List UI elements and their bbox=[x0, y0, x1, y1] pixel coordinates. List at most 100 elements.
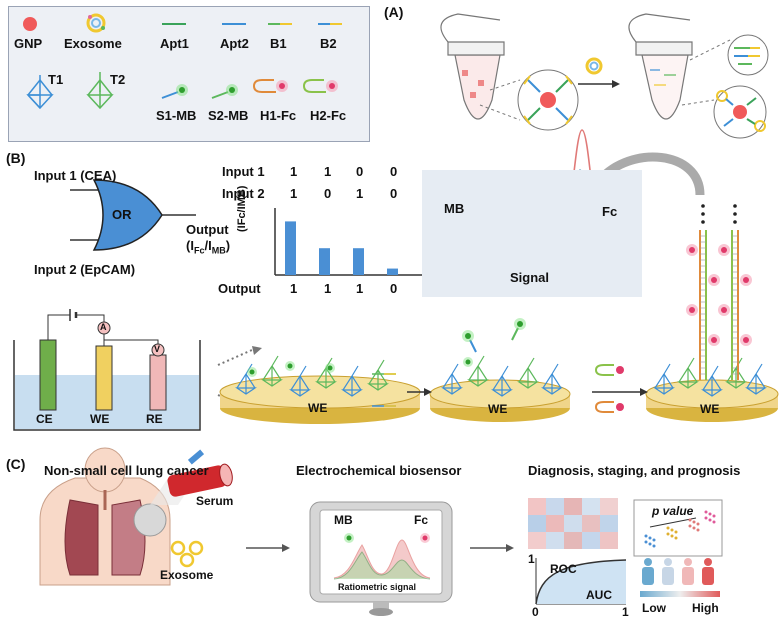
mb-probe-3 bbox=[463, 357, 473, 367]
tetrahedron-4 bbox=[341, 365, 363, 397]
legend-h2fc-label: H2-Fc bbox=[310, 108, 347, 123]
heatmap-cell bbox=[528, 532, 546, 549]
legend-gnp-label: GNP bbox=[14, 36, 43, 51]
legend-s2mb-label: S2-MB bbox=[208, 108, 249, 123]
dot-3 bbox=[712, 514, 716, 518]
heatmap-cell bbox=[582, 515, 600, 532]
patient-figure-1 bbox=[662, 558, 674, 585]
mb-probe-2 bbox=[325, 363, 335, 373]
title-diagnosis: Diagnosis, staging, and prognosis bbox=[528, 463, 741, 478]
dot-3 bbox=[708, 518, 712, 522]
electrochemical-cell bbox=[13, 309, 201, 431]
feedback-arrow bbox=[596, 152, 705, 196]
tetrahedron-0 bbox=[235, 363, 257, 395]
bar-3 bbox=[353, 248, 364, 275]
voltmeter-label: V bbox=[154, 344, 161, 354]
heatmap-cell bbox=[600, 515, 618, 532]
color-scale-bar bbox=[640, 591, 720, 597]
truth-r1c1: 1 bbox=[290, 164, 298, 179]
signal-panel bbox=[422, 170, 642, 297]
re-label: RE bbox=[146, 412, 163, 426]
zoom-gnp-left bbox=[479, 69, 579, 131]
chart-ylabel: (IFc/IMB) bbox=[236, 185, 248, 232]
legend-t2-label: T2 bbox=[110, 72, 126, 87]
roc-x0: 0 bbox=[532, 605, 539, 619]
truth-r2c1: 1 bbox=[290, 186, 298, 201]
legend-s1mb-label: S1-MB bbox=[156, 108, 197, 123]
serum-label: Serum bbox=[196, 494, 234, 508]
hcr-ladder-1 bbox=[718, 204, 752, 380]
hairpin-probes bbox=[594, 364, 624, 413]
dot-3 bbox=[712, 520, 716, 524]
tetrahedron-10 bbox=[541, 363, 563, 395]
truth-r1c4: 0 bbox=[390, 164, 398, 179]
exosome-icon bbox=[86, 13, 106, 33]
title-nsclc: Non-small cell lung cancer bbox=[44, 463, 209, 478]
zoom-right-bottom bbox=[681, 85, 767, 139]
tube-left bbox=[440, 13, 505, 120]
truth-r2c2: 0 bbox=[324, 186, 332, 201]
heatmap-cell bbox=[600, 532, 618, 549]
panel-label-a: (A) bbox=[384, 4, 404, 20]
dot-1 bbox=[666, 532, 670, 536]
gate-label: OR bbox=[112, 207, 132, 222]
dot-1 bbox=[670, 534, 674, 538]
heatmap-cell bbox=[528, 515, 546, 532]
legend-b1-label: B1 bbox=[270, 36, 287, 51]
dot-2 bbox=[688, 524, 692, 528]
electrode-3-label: WE bbox=[700, 402, 720, 416]
heatmap-cell bbox=[546, 532, 564, 549]
zoom-right-top bbox=[689, 34, 769, 76]
legend-h1fc-label: H1-Fc bbox=[260, 108, 297, 123]
tetrahedron-7 bbox=[467, 355, 489, 387]
dot-0 bbox=[648, 542, 652, 546]
heatmap-cell bbox=[546, 498, 564, 515]
tetrahedron-3 bbox=[315, 357, 337, 389]
dot-1 bbox=[674, 530, 678, 534]
dot-0 bbox=[648, 536, 652, 540]
output-val-1: 1 bbox=[290, 281, 298, 296]
t1-icon bbox=[26, 75, 54, 110]
heatmap-cell bbox=[582, 498, 600, 515]
released-probes bbox=[462, 318, 526, 353]
tetrahedron-8 bbox=[491, 365, 513, 397]
patient-figure-2 bbox=[682, 558, 694, 585]
signal-fc-label: Fc bbox=[602, 204, 618, 219]
hcr-ladder-0 bbox=[686, 204, 720, 380]
bar-chart-bars bbox=[285, 221, 398, 275]
heatmap-cell bbox=[564, 532, 582, 549]
dot-3 bbox=[708, 512, 712, 516]
patient-figure-3 bbox=[702, 558, 714, 585]
or-gate bbox=[70, 179, 196, 251]
roc-plot bbox=[535, 558, 627, 605]
tube-right bbox=[628, 13, 693, 120]
t2-icon bbox=[86, 72, 114, 110]
pvalue-plot bbox=[633, 499, 723, 557]
title-biosensor: Electrochemical biosensor bbox=[296, 463, 462, 478]
output-label: Output bbox=[186, 222, 229, 237]
legend-t1-label: T1 bbox=[48, 72, 64, 87]
legend-box bbox=[8, 6, 370, 142]
bar-4 bbox=[387, 268, 398, 275]
mb-probe-0 bbox=[247, 367, 257, 377]
dot-2 bbox=[692, 520, 696, 524]
legend-b2-label: B2 bbox=[320, 36, 337, 51]
heatmap-cell bbox=[582, 532, 600, 549]
chart-xlabel: Output bbox=[218, 281, 261, 296]
dot-0 bbox=[644, 540, 648, 544]
heatmap-cell bbox=[528, 498, 546, 515]
mb-probe-1 bbox=[285, 361, 295, 371]
truth-row2-label: Input 2 bbox=[222, 186, 265, 201]
monitor-fc-label: Fc bbox=[414, 513, 429, 527]
monitor-mb-label: MB bbox=[334, 513, 353, 527]
dot-2 bbox=[692, 526, 696, 530]
legend-exosome-label: Exosome bbox=[64, 36, 122, 51]
truth-r2c3: 1 bbox=[356, 186, 364, 201]
bridge-arrows bbox=[372, 373, 640, 407]
truth-r2c4: 0 bbox=[390, 186, 398, 201]
legend-apt2-label: Apt2 bbox=[220, 36, 249, 51]
dot-0 bbox=[652, 538, 656, 542]
low-label: Low bbox=[642, 601, 666, 615]
blood-vessel bbox=[167, 449, 233, 497]
dot-3 bbox=[704, 516, 708, 520]
